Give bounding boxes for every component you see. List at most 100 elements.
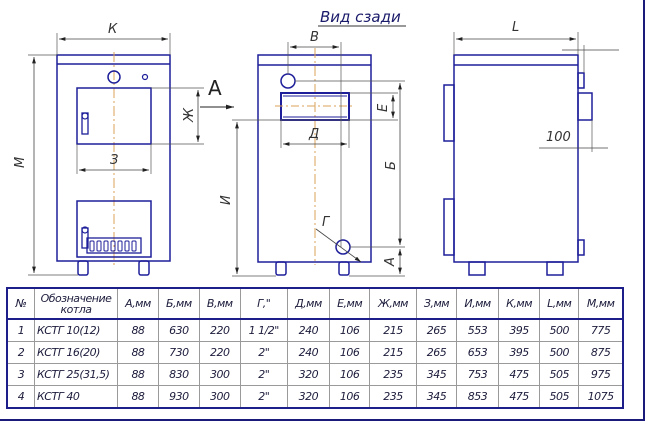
side-door-upper	[443, 84, 455, 142]
col-header: Г,"	[239, 287, 288, 320]
boiler-model-cell: КСТГ 40	[34, 385, 118, 409]
table-cell: 88	[117, 363, 159, 386]
table-cell: 730	[157, 341, 200, 364]
col-header: А,мм	[117, 287, 159, 320]
table-cell: 3	[6, 363, 35, 386]
table-cell: 395	[497, 318, 541, 342]
table-cell: 930	[157, 385, 200, 409]
col-header: Д,мм	[286, 287, 331, 320]
side-body	[453, 54, 579, 263]
dim-label-I: И	[219, 195, 234, 205]
dim-label-Zh: Ж	[182, 107, 197, 123]
return-pipe-icon	[280, 73, 296, 89]
table-cell: 975	[578, 363, 624, 386]
table-cell: 4	[6, 385, 35, 409]
rear-view: Вид сзади В Д Е Б А Г	[219, 8, 406, 277]
table-cell: 88	[117, 341, 159, 364]
table-cell: 1075	[578, 385, 624, 409]
side-pipe-top	[577, 72, 585, 89]
col-header: Обозначение котла	[34, 287, 118, 320]
side-flue	[577, 92, 593, 121]
table-cell: 300	[198, 363, 241, 386]
col-header: Ж,мм	[369, 287, 417, 320]
table-cell: 320	[286, 363, 331, 386]
table-cell: 2"	[239, 385, 288, 409]
table-cell: 475	[497, 363, 541, 386]
boiler-model-cell: КСТГ 16(20)	[34, 341, 118, 364]
col-header: В,мм	[198, 287, 241, 320]
table-cell: 240	[286, 318, 331, 342]
table-cell: 2"	[239, 341, 288, 364]
table-cell: 853	[456, 385, 499, 409]
table-cell: 106	[329, 318, 371, 342]
grille-slots	[89, 240, 137, 252]
air-damper-grille	[86, 237, 142, 254]
col-header: М,мм	[578, 287, 624, 320]
dim-label-Z: З	[110, 153, 118, 168]
table-cell: 265	[415, 341, 458, 364]
view-title: Вид сзади	[320, 8, 401, 26]
table-cell: 106	[329, 363, 371, 386]
table-cell: 345	[415, 363, 458, 386]
side-view: L 100	[443, 20, 619, 276]
table-cell: 505	[539, 363, 580, 386]
table-cell: 300	[198, 385, 241, 409]
col-header: №	[6, 287, 35, 320]
table-cell: 395	[497, 341, 541, 364]
table-cell: 240	[286, 341, 331, 364]
dim-label-K: К	[108, 22, 118, 37]
table-cell: 653	[456, 341, 499, 364]
sensor-port-icon	[141, 73, 149, 81]
dim-label-B: Б	[384, 161, 399, 170]
col-header: Е,мм	[329, 287, 371, 320]
table-cell: 500	[539, 318, 580, 342]
col-header-text: Обозначение котла	[40, 291, 112, 316]
front-left-foot	[77, 260, 89, 276]
table-cell: 265	[415, 318, 458, 342]
dim-label-L: L	[512, 20, 519, 35]
table-cell: 345	[415, 385, 458, 409]
lower-door	[76, 200, 152, 258]
table-cell: 220	[198, 318, 241, 342]
rear-left-foot	[275, 261, 287, 276]
lower-handle-pin	[81, 226, 89, 234]
table-cell: 775	[578, 318, 624, 342]
side-foot-right	[546, 261, 564, 276]
table-cell: 106	[329, 341, 371, 364]
upper-handle-pin	[81, 112, 89, 120]
dim-label-E: Е	[376, 103, 391, 112]
table-cell: 88	[117, 385, 159, 409]
flue-outlet-icon	[107, 70, 121, 84]
table-cell: 553	[456, 318, 499, 342]
col-header: И,мм	[456, 287, 499, 320]
table-cell: 1	[6, 318, 35, 342]
side-foot-left	[468, 261, 486, 276]
table-cell: 2	[6, 341, 35, 364]
table-cell: 235	[369, 385, 417, 409]
table-cell: 106	[329, 385, 371, 409]
dim-label-M: М	[13, 157, 28, 168]
dim-label-A: А	[383, 257, 398, 267]
table-cell: 753	[456, 363, 499, 386]
table-cell: 630	[157, 318, 200, 342]
table-cell: 830	[157, 363, 200, 386]
table-cell: 2"	[239, 363, 288, 386]
col-header: К,мм	[497, 287, 541, 320]
specification-table: № Обозначение котла А,мм Б,мм В,мм Г," Д…	[6, 287, 624, 409]
dim-label-D: Д	[308, 127, 319, 142]
table-cell: 215	[369, 318, 417, 342]
table-cell: 215	[369, 341, 417, 364]
side-pipe-bottom	[577, 239, 585, 256]
table-cell: 220	[198, 341, 241, 364]
upper-door	[76, 87, 152, 145]
table-cell: 320	[286, 385, 331, 409]
dim-label-100: 100	[546, 130, 571, 145]
table-cell: 88	[117, 318, 159, 342]
rear-right-foot	[338, 261, 350, 276]
section-marker-A: A	[208, 76, 222, 100]
